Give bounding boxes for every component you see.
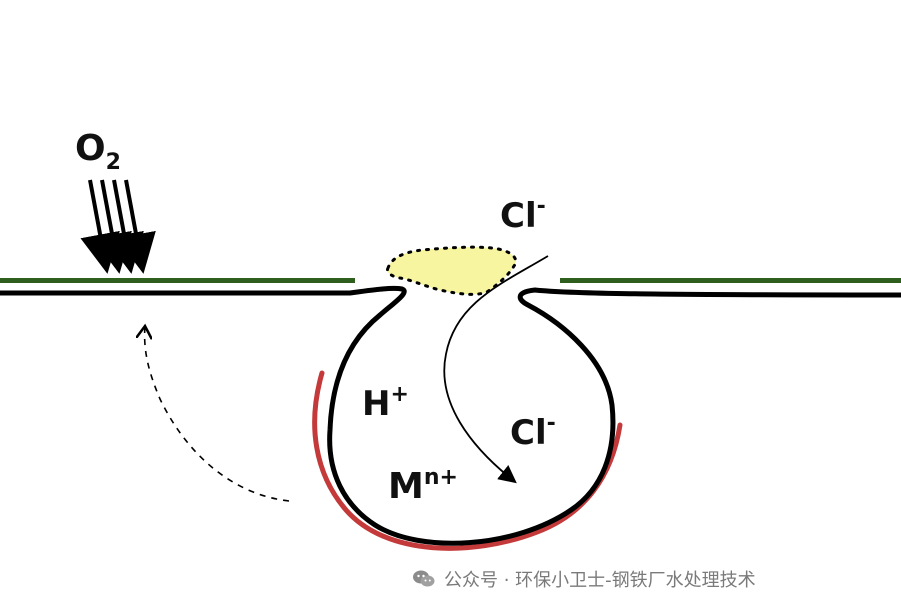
watermark-text: 公众号 · 环保小卫士-钢铁厂水处理技术 <box>444 570 756 591</box>
metal-surface-and-pit <box>0 285 901 546</box>
svg-text:Cl-: Cl- <box>500 194 546 236</box>
oxygen-label: O2 <box>75 128 121 175</box>
pit-wall-oxide-layer <box>312 370 623 551</box>
chloride-outside-label: Cl- <box>500 194 546 236</box>
svg-text:O2: O2 <box>75 128 121 175</box>
svg-text:Cl-: Cl- <box>510 411 556 453</box>
passive-film-right <box>560 278 901 283</box>
oxygen-arrows <box>80 179 156 274</box>
chloride-migration-arrow <box>443 255 549 484</box>
passive-film-left <box>0 278 355 283</box>
dashed-return-arrow <box>145 326 290 502</box>
hydrogen-ion-label: H+ <box>362 382 409 424</box>
svg-text:H+: H+ <box>362 382 409 424</box>
chloride-inside-label: Cl- <box>510 411 556 453</box>
svg-text:Mn+: Mn+ <box>388 465 458 507</box>
corrosion-product-deposit <box>386 245 518 296</box>
watermark: 公众号 · 环保小卫士-钢铁厂水处理技术 <box>412 566 756 592</box>
wechat-icon <box>413 570 435 587</box>
metal-ion-label: Mn+ <box>388 465 458 507</box>
